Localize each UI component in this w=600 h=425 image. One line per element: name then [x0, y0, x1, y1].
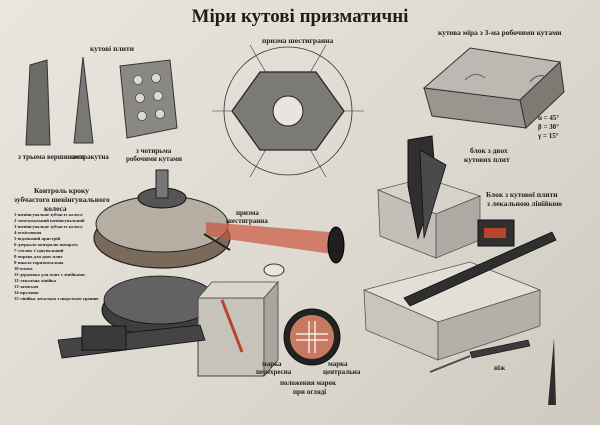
- gear-shaft: [155, 169, 169, 199]
- hex-bore: [272, 95, 304, 127]
- label-control2: зубчастого шевінгувального: [14, 195, 110, 204]
- label-prism-small2: шестигранна: [226, 217, 268, 225]
- legend-item: 5-відліковий пристрій: [14, 236, 61, 241]
- ruler-clamp-red: [484, 228, 506, 238]
- micrometer: [81, 325, 127, 351]
- label-plate-three: з трьома вершинами: [18, 153, 85, 161]
- label-mark-zero: марка: [262, 360, 282, 368]
- label-mark-center2: центральна: [323, 368, 361, 376]
- label-mark-position2: при огляді: [293, 388, 327, 396]
- label-mark-position: положення марок: [280, 379, 337, 387]
- label-angle-c: γ = 15°: [538, 132, 559, 140]
- legend-item: 13-затискач: [14, 284, 39, 289]
- angle-marks: [464, 74, 545, 83]
- legend-item: 14-пружина: [14, 290, 39, 295]
- plate-holes: [133, 73, 165, 121]
- legend-item: 7-столик з'єднувальний: [14, 248, 64, 253]
- label-angle-a: α = 45°: [538, 114, 560, 122]
- legend-item: 10-плита: [14, 266, 33, 271]
- legend-item: 11-державка для плит з лінійками: [14, 272, 85, 277]
- label-mark-center: марка: [328, 360, 348, 368]
- label-control3: колеса: [44, 204, 67, 213]
- crosshair-lines: [296, 321, 328, 353]
- label-plate-four2: робочими кутами: [126, 155, 182, 163]
- knife-handle: [429, 355, 471, 373]
- instrument-side: [263, 280, 279, 378]
- legend-item: 4-освітлювач: [14, 230, 42, 235]
- dial-gauge: [263, 263, 285, 277]
- plate-four: [119, 59, 178, 139]
- mirror: [327, 226, 345, 264]
- legend-item: 12-лекальна лінійка: [14, 278, 57, 283]
- label-prism-small: призма: [236, 209, 259, 217]
- page-title: Міри кутові призматичні: [191, 6, 409, 27]
- pointer-arm: [203, 233, 231, 251]
- label-plate-four: з чотирьма: [136, 147, 172, 155]
- red-rod: [220, 299, 244, 353]
- plate-acute: [73, 56, 94, 144]
- label-angle-measure: кутова міра з 3-ма робочими кутами: [438, 28, 562, 37]
- knife-blade: [469, 339, 531, 359]
- knife-small: [548, 338, 556, 405]
- label-angle-b: β = 30°: [538, 123, 559, 131]
- instrument-body: [197, 297, 265, 377]
- legend-item: 2-заточувальний шевінгувальний: [14, 218, 85, 223]
- label-prism-hex: призма шестигранна: [262, 36, 334, 45]
- crosshair-inner: [290, 315, 334, 359]
- label-block-two: блок з двох: [470, 146, 508, 155]
- label-angular-plates: кутові плити: [90, 44, 134, 53]
- label-knife: ніж: [494, 364, 506, 372]
- label-block-template2: з лекальною лінійкою: [487, 199, 563, 208]
- template-ruler: [403, 231, 557, 307]
- label-block-template: Блок з кутової плити: [486, 190, 558, 199]
- legend-item: 6-дзеркало контролю повороту: [14, 242, 79, 247]
- plate-three-vertex: [25, 59, 51, 146]
- label-plate-acute: гостракутна: [70, 153, 109, 161]
- legend-item: 15-лінійка лекальна з шорсткою гранню: [14, 296, 99, 301]
- block-plate: [419, 149, 447, 239]
- label-block-two2: кутових плит: [464, 155, 510, 164]
- angle-measure-side: [519, 60, 565, 129]
- legend-item: 1-шевінгувальне зубчасте колесо: [14, 212, 83, 217]
- light-beam: [206, 222, 332, 254]
- ruler-base-side: [437, 289, 541, 361]
- legend-item: 8-оправа для двох плит: [14, 254, 63, 259]
- legend-item: 9-шкала горизонтальна: [14, 260, 64, 265]
- legend-item: 3-шевінгувальне зубчасте колесо: [14, 224, 83, 229]
- label-mark-zero2: перехресна: [256, 368, 292, 376]
- label-control: Контроль кроку: [34, 186, 89, 195]
